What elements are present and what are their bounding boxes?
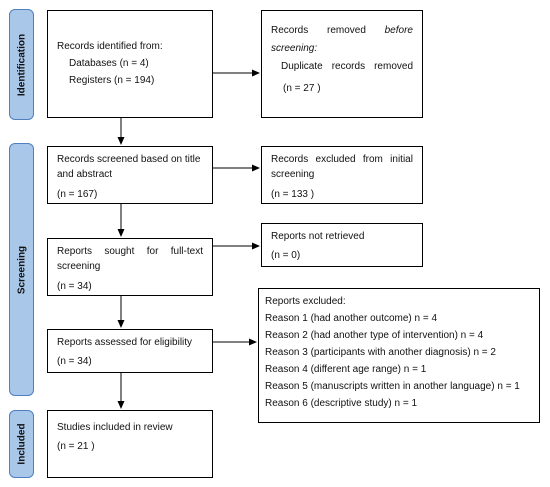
box-reports-assessed: Reports assessed for eligibility (n = 34… [47, 329, 213, 373]
excluded-word-4: initial [390, 154, 413, 165]
phase-identification: Identification [9, 9, 34, 120]
not-retrieved-count: (n = 0) [271, 250, 301, 261]
reason-4: Reason 4 (different age range) n = 1 [265, 364, 427, 375]
duplicate-word-3: removed [374, 61, 413, 72]
screened-line-2: and abstract [57, 169, 113, 180]
excluded-word-3: from [362, 154, 383, 165]
sought-line-2: screening [57, 261, 101, 272]
reason-5: Reason 5 (manuscripts written in another… [265, 381, 520, 392]
assessed-count: (n = 34) [57, 356, 92, 367]
box-reports-sought: Reports sought for full-text screening (… [47, 238, 213, 296]
sought-word-1: Reports [57, 246, 93, 257]
removed-count: (n = 27 ) [283, 83, 321, 94]
box-studies-included: Studies included in review (n = 21 ) [47, 410, 213, 478]
removed-word-records: Records [271, 25, 309, 36]
registers-count: Registers (n = 194) [69, 75, 155, 86]
sought-word-4: full-text [170, 246, 203, 257]
records-identified-heading: Records identified from: [57, 41, 163, 52]
phase-identification-label: Identification [16, 33, 27, 96]
sought-word-3: for [146, 246, 159, 257]
screened-line-1: Records screened based on title [57, 154, 201, 165]
phase-included-label: Included [16, 423, 27, 465]
reason-2: Reason 2 (had another type of interventi… [265, 330, 484, 341]
box-records-identified: Records identified from: Databases (n = … [47, 10, 213, 118]
box-records-excluded: Records excluded from initial screening … [261, 146, 423, 204]
reports-excluded-heading: Reports excluded: [265, 296, 346, 307]
excluded-count: (n = 133 ) [271, 189, 315, 200]
box-records-screened: Records screened based on title and abst… [47, 146, 213, 204]
removed-word-before: before [384, 25, 413, 36]
removed-word-removed: removed [326, 25, 366, 36]
sought-word-2: sought [104, 246, 135, 257]
reason-1: Reason 1 (had another outcome) n = 4 [265, 313, 438, 324]
removed-word-screening: screening: [271, 43, 318, 54]
databases-count: Databases (n = 4) [69, 58, 149, 69]
phase-screening: Screening [9, 143, 34, 396]
studies-included-line-1: Studies included in review [57, 422, 173, 433]
box-reports-excluded: Reports excluded: Reason 1 (had another … [258, 288, 540, 423]
phase-included: Included [9, 410, 34, 478]
reason-6: Reason 6 (descriptive study) n = 1 [265, 398, 418, 409]
studies-included-count: (n = 21 ) [57, 441, 95, 452]
box-records-removed: Records removed before screening: Duplic… [261, 10, 423, 118]
duplicate-word-2: records [331, 61, 366, 72]
duplicate-word-1: Duplicate [281, 61, 323, 72]
excluded-word-1: Records [271, 154, 309, 165]
assessed-line-1: Reports assessed for eligibility [57, 337, 193, 348]
box-reports-not-retrieved: Reports not retrieved (n = 0) [261, 223, 423, 267]
phase-screening-label: Screening [16, 245, 27, 294]
not-retrieved-line-1: Reports not retrieved [271, 231, 365, 242]
sought-count: (n = 34) [57, 281, 92, 292]
excluded-word-2: excluded [315, 154, 356, 165]
reason-3: Reason 3 (participants with another diag… [265, 347, 496, 358]
screened-count: (n = 167) [57, 189, 98, 200]
excluded-line-2: screening [271, 169, 315, 180]
